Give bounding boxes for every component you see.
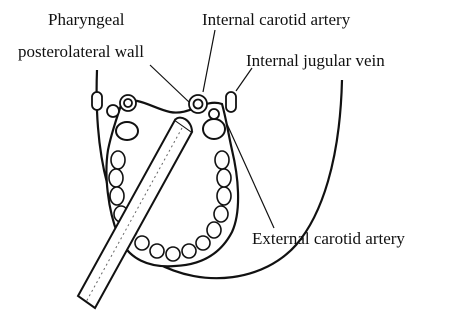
tooth bbox=[109, 169, 123, 187]
tooth bbox=[196, 236, 210, 250]
tooth bbox=[215, 151, 229, 169]
internal-carotid-lumen bbox=[194, 100, 203, 109]
label-internal-carotid-artery: Internal carotid artery bbox=[202, 10, 351, 29]
leader-pharyngeal-wall bbox=[150, 65, 190, 103]
tooth bbox=[217, 169, 231, 187]
external-carotid-artery bbox=[209, 109, 219, 119]
internal-jugular-vein bbox=[226, 92, 236, 112]
right-tonsil-bulge bbox=[203, 119, 225, 139]
left-carotid-lumen bbox=[124, 99, 132, 107]
label-internal-jugular-vein: Internal jugular vein bbox=[246, 51, 385, 70]
label-pharyngeal-wall-line1: Pharyngeal bbox=[48, 10, 125, 29]
left-jugular-vein bbox=[92, 92, 102, 110]
left-small-vessel bbox=[107, 105, 119, 117]
left-tonsil-bulge bbox=[116, 122, 138, 140]
tooth bbox=[110, 187, 124, 205]
tooth bbox=[111, 151, 125, 169]
tooth bbox=[214, 206, 228, 222]
label-pharyngeal-wall-line2: posterolateral wall bbox=[18, 42, 144, 61]
tooth bbox=[150, 244, 164, 258]
tooth bbox=[217, 187, 231, 205]
leader-internal-jugular bbox=[236, 68, 252, 91]
tooth bbox=[135, 236, 149, 250]
label-external-carotid-artery: External carotid artery bbox=[252, 229, 405, 248]
leader-internal-carotid bbox=[203, 30, 215, 92]
tooth bbox=[207, 222, 221, 238]
tooth bbox=[166, 247, 180, 261]
tooth bbox=[182, 244, 196, 258]
